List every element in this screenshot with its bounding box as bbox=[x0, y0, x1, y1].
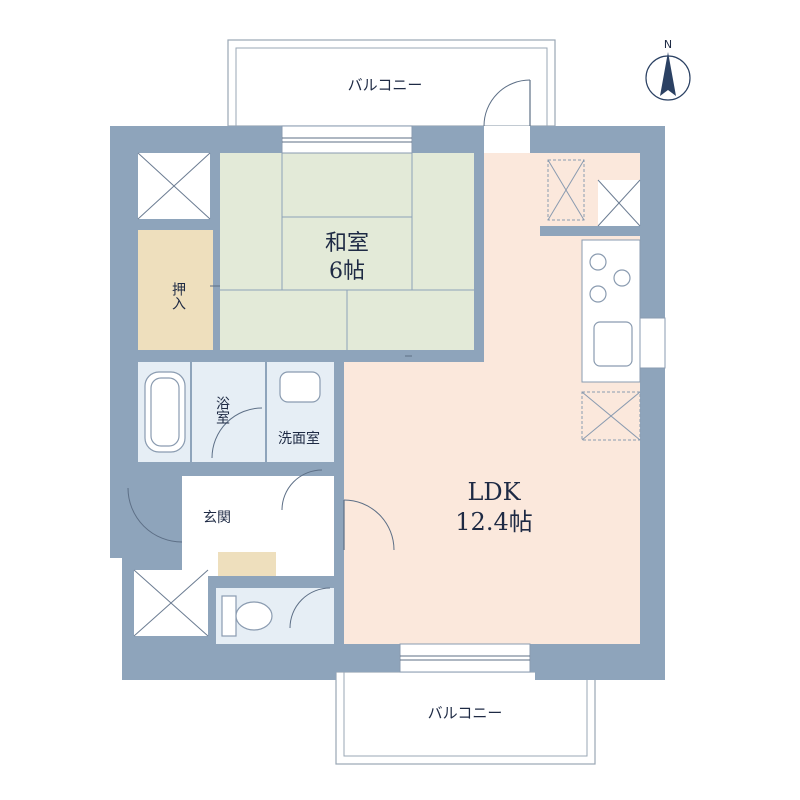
toilet-bowl bbox=[235, 601, 273, 631]
oshiire-closet bbox=[138, 230, 213, 350]
oshiire-label: 押入 bbox=[170, 282, 186, 310]
doors bbox=[210, 79, 531, 551]
washitsu-room bbox=[220, 153, 474, 350]
fridge-space bbox=[547, 159, 585, 221]
ldk-room bbox=[344, 153, 640, 644]
stove-burner bbox=[613, 269, 631, 287]
balcony-door bbox=[484, 126, 530, 153]
kitchen bbox=[581, 239, 641, 441]
compass-needle-icon bbox=[660, 52, 676, 96]
compass-label: N bbox=[664, 38, 672, 51]
entrance-label: 玄関 bbox=[203, 509, 231, 526]
stove-burner bbox=[589, 285, 607, 303]
washitsu-name: 和室 bbox=[325, 231, 369, 256]
window-kitchen bbox=[639, 317, 666, 369]
pipe-space-top-left bbox=[137, 152, 211, 220]
ldk-size: 12.4帖 bbox=[455, 508, 532, 536]
bath-label: 浴室 bbox=[214, 396, 230, 424]
washroom-label: 洗面室 bbox=[278, 430, 320, 447]
shoe-box bbox=[218, 552, 276, 576]
balcony-top-label: バルコニー bbox=[348, 76, 423, 94]
entrance-area bbox=[127, 469, 334, 576]
wet-area bbox=[138, 362, 334, 462]
compass: N bbox=[645, 38, 691, 101]
pipe-space-bottom-left bbox=[133, 569, 209, 637]
window-ldk-bottom bbox=[399, 643, 531, 673]
window-washitsu bbox=[281, 125, 413, 154]
windows bbox=[281, 125, 666, 673]
stove-burner bbox=[589, 253, 607, 271]
kitchen-sink bbox=[593, 321, 633, 367]
toilet-tank bbox=[221, 595, 237, 637]
pipe-space-top-right bbox=[597, 179, 641, 227]
ldk-name: LDK bbox=[467, 478, 521, 506]
toilet-room bbox=[216, 587, 334, 644]
balcony-bottom-label: バルコニー bbox=[428, 704, 503, 722]
washitsu-size: 6帖 bbox=[329, 259, 365, 284]
wash-basin bbox=[279, 371, 321, 403]
